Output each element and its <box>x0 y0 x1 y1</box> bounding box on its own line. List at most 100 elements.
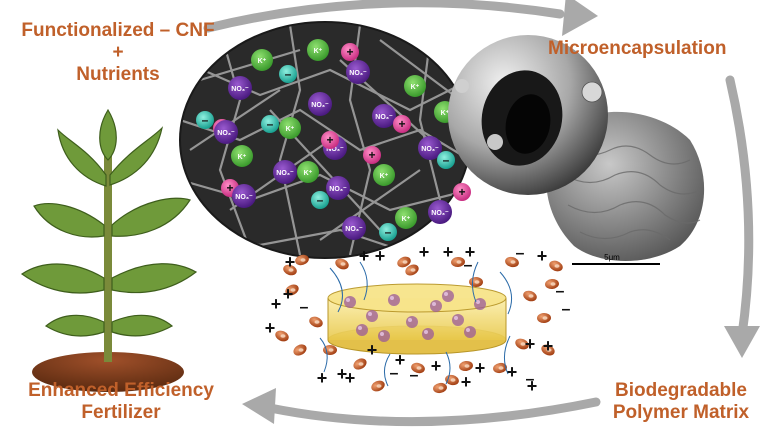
nitrate-ion-label: NO₃⁻ <box>375 114 393 121</box>
negative-charge: – <box>443 153 450 167</box>
arrowhead-right-icon <box>724 326 760 358</box>
scale-bar-label: 5μm <box>604 253 620 262</box>
positive-sign: + <box>525 334 536 354</box>
potassium-ion: K⁺ <box>279 117 301 139</box>
positive-charge: + <box>398 117 405 131</box>
nitrate-ion-label: NO₃⁻ <box>217 130 235 137</box>
cation-bead: + <box>393 115 411 133</box>
cycle-arrows <box>203 0 760 427</box>
arrow-top <box>203 0 565 33</box>
nitrate-ion: NO₃⁻ <box>273 160 297 184</box>
nutrient-particle <box>295 254 309 266</box>
label-enhanced-efficiency-fertilizer: Enhanced Efficiency Fertilizer <box>2 380 240 424</box>
plant-stem <box>104 150 112 362</box>
positive-sign: + <box>337 364 348 384</box>
potassium-ion-label: K⁺ <box>402 216 411 223</box>
nitrate-ion-label: NO₃⁻ <box>345 226 363 233</box>
nitrate-ion-label: NO₃⁻ <box>421 146 439 153</box>
positive-sign: + <box>317 368 328 388</box>
positive-sign: + <box>345 368 356 388</box>
label-biodegradable-matrix: Biodegradable Polymer Matrix <box>596 380 766 424</box>
potassium-ion-label: K⁺ <box>314 48 323 55</box>
positive-charge: + <box>346 45 353 59</box>
positive-sign: + <box>461 372 472 392</box>
positive-sign: + <box>537 246 548 266</box>
potassium-ion-label: K⁺ <box>238 154 247 161</box>
nitrate-ion: NO₃⁻ <box>326 176 350 200</box>
arrowhead-bottom-icon <box>242 388 276 424</box>
label-cnf-line2: + <box>112 42 124 63</box>
arrow-right <box>725 75 754 340</box>
cation-bead: + <box>453 183 471 201</box>
cylinder-top <box>327 283 507 313</box>
nutrient-particle <box>493 362 507 374</box>
microcapsule-image: 5μm <box>448 35 705 272</box>
potassium-ion: K⁺ <box>307 39 329 61</box>
nitrate-ion-label: NO₃⁻ <box>231 86 249 93</box>
encapsulated-particle <box>474 298 486 310</box>
potassium-ion: K⁺ <box>395 207 417 229</box>
encapsulated-particle <box>366 310 378 322</box>
nitrate-ion: NO₃⁻ <box>342 216 366 240</box>
positive-charge: + <box>368 148 375 162</box>
positive-charge: + <box>458 185 465 199</box>
ion-layer: K⁺K⁺NO₃⁻NO₃⁻K⁺–+NO₃⁻NO₃⁻K⁺–+K⁺+NO₃⁻K⁺NO₃… <box>196 39 471 241</box>
encapsulated-particle <box>464 326 476 338</box>
potassium-ion: K⁺ <box>251 49 273 71</box>
positive-sign: + <box>475 358 486 378</box>
encapsulated-particle <box>406 316 418 328</box>
negative-sign: – <box>464 257 473 274</box>
nitrate-ion: NO₃⁻ <box>232 184 256 208</box>
positive-sign: + <box>395 350 406 370</box>
potassium-ion-label: K⁺ <box>380 173 389 180</box>
encapsulated-particle <box>388 294 400 306</box>
nitrate-ion-label: NO₃⁻ <box>349 70 367 77</box>
label-matrix-line1: Biodegradable <box>615 380 747 401</box>
anion-bead: – <box>311 191 329 209</box>
negative-sign: – <box>410 367 419 384</box>
anion-bead: – <box>437 151 455 169</box>
encapsulated-particle <box>452 314 464 326</box>
label-fertilizer-line2: Fertilizer <box>81 402 161 423</box>
arrow-bottom <box>265 397 601 427</box>
plant-illustration <box>20 108 198 392</box>
nitrate-ion: NO₃⁻ <box>214 120 238 144</box>
nutrient-particle <box>541 344 555 356</box>
potassium-ion: K⁺ <box>373 164 395 186</box>
positive-sign: + <box>465 242 476 262</box>
cation-bead: + <box>321 131 339 149</box>
negative-charge: – <box>317 193 324 207</box>
potassium-ion: K⁺ <box>404 75 426 97</box>
nutrient-particle <box>537 312 551 324</box>
nitrate-ion: NO₃⁻ <box>428 200 452 224</box>
encapsulated-particle <box>430 300 442 312</box>
nutrient-particle <box>309 316 323 328</box>
negative-sign: – <box>390 365 399 382</box>
nitrate-ion-label: NO₃⁻ <box>276 170 294 177</box>
positive-sign: + <box>285 252 296 272</box>
anion-bead: – <box>279 65 297 83</box>
encapsulated-particle <box>344 296 356 308</box>
arrowhead-top-icon <box>562 0 598 36</box>
positive-sign: + <box>507 362 518 382</box>
potassium-ion-label: K⁺ <box>258 58 267 65</box>
label-cnf-line1: Functionalized – CNF <box>21 20 215 41</box>
encapsulated-particles <box>344 290 486 342</box>
nutrient-particle <box>549 260 563 272</box>
nitrate-ion-label: NO₃⁻ <box>326 146 344 153</box>
positive-sign: + <box>265 318 276 338</box>
label-cnf-line3: Nutrients <box>76 64 160 85</box>
nutrient-particle <box>433 382 447 394</box>
nutrient-particle <box>515 338 529 350</box>
nutrient-particle <box>293 344 307 356</box>
negative-sign: – <box>300 299 309 316</box>
cation-bead: + <box>363 146 381 164</box>
positive-sign: + <box>443 242 454 262</box>
nitrate-ion: NO₃⁻ <box>418 136 442 160</box>
nutrient-particle <box>335 258 349 270</box>
anion-bead: – <box>261 115 279 133</box>
nitrate-ion: NO₃⁻ <box>228 76 252 100</box>
negative-sign: – <box>526 371 535 388</box>
